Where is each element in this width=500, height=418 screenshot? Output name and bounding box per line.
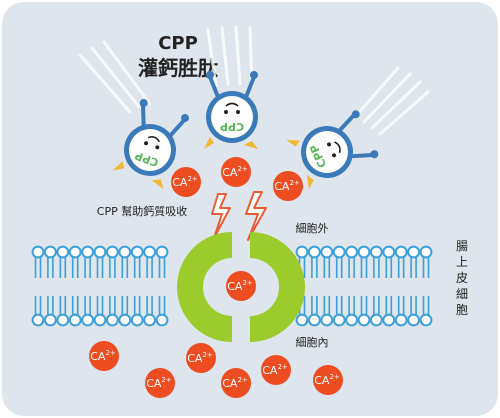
motion-streaks <box>78 25 430 136</box>
cpp-character-right: CPP <box>286 110 379 190</box>
label-extracellular: 細胞外 <box>296 222 329 235</box>
channel-right-half <box>250 232 305 342</box>
label-intracellular: 細胞內 <box>296 336 329 349</box>
calcium-ion: CA2+ <box>273 171 303 201</box>
lightning-icon <box>245 191 267 241</box>
calcium-ion: CA2+ <box>221 157 251 187</box>
cpp-character-middle: CPP <box>204 71 258 149</box>
cpp-text-middle: CPP <box>220 120 244 133</box>
calcium-channel <box>177 232 305 342</box>
title-chinese: 灌鈣胜肽 <box>138 56 219 80</box>
membrane-left <box>31 245 169 327</box>
calcium-ion: CA2+ <box>186 343 216 373</box>
calcium-ion: CA2+ <box>145 368 175 398</box>
cpp-character-left: CPP <box>112 99 190 189</box>
calcium-ion: CA2+ <box>261 355 291 385</box>
label-cell-type: 腸上皮細胞 <box>456 239 468 317</box>
channel-left-half <box>177 232 232 342</box>
lightning-icons <box>211 191 267 241</box>
calcium-ion: CA2+ <box>171 167 201 197</box>
calcium-ion: CA2+ <box>226 271 256 301</box>
membrane-right <box>295 245 433 327</box>
calcium-ion: CA2+ <box>221 368 251 398</box>
cpp-caption: CPP 幫助鈣質吸收 <box>97 204 187 218</box>
calcium-ions: CA2+CA2+CA2+CA2+CA2+CA2+CA2+CA2+CA2+CA2+ <box>89 157 343 398</box>
calcium-ion: CA2+ <box>89 341 119 371</box>
calcium-ion: CA2+ <box>313 365 343 395</box>
title-cpp: CPP <box>158 33 198 54</box>
lightning-icon <box>211 193 231 239</box>
